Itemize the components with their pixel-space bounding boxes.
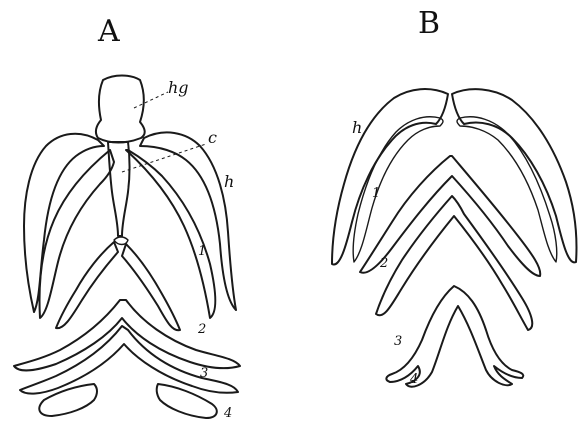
a-label-hg: hg [168,78,189,97]
a-label-3: 3 [200,366,208,381]
a-arch1-left [40,150,114,318]
a-label-1: 1 [198,244,206,259]
b-label-h: h [352,118,362,137]
b-arch2 [376,196,532,330]
a-arch1-right [126,150,215,318]
b-label-3: 3 [394,334,402,349]
a-arch1b-right [122,244,180,330]
a-arch1b-left [56,242,118,328]
panel-b-title: B [418,6,440,41]
a-label-2: 2 [198,322,206,337]
b-label-2: 2 [380,256,388,271]
a-arch4-right [157,384,217,418]
a-leader-hg [134,92,168,108]
a-label-h: h [224,172,234,191]
b-arch3 [386,286,523,387]
panel-a-title: A [98,14,120,49]
a-hypoglossal [96,76,145,143]
a-label-c: c [208,128,217,147]
a-arch4-left [39,384,97,416]
a-hyoid-right [140,132,236,310]
b-label-1: 1 [372,186,380,201]
b-label-4: 4 [410,372,418,387]
a-label-4: 4 [224,406,232,421]
panel-b-drawing [332,89,577,387]
b-hyoid [332,89,577,264]
